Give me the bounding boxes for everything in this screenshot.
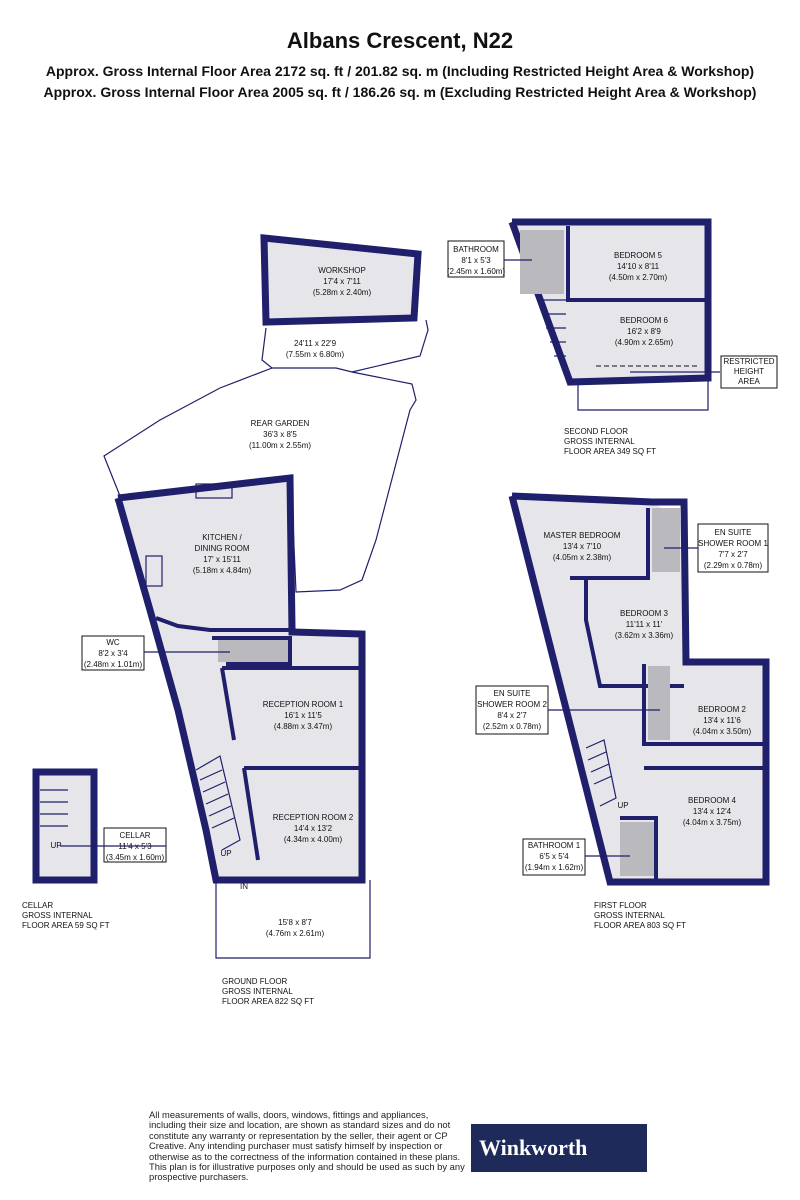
workshop-label: WORKSHOP <box>318 266 366 275</box>
svg-text:13'4 x 12'4: 13'4 x 12'4 <box>693 807 732 816</box>
bedroom5-label: BEDROOM 5 <box>614 251 663 260</box>
wc-label: WC <box>106 638 120 647</box>
svg-text:16'2 x 8'9: 16'2 x 8'9 <box>627 327 661 336</box>
ground-up-marker: UP <box>220 849 231 858</box>
svg-text:(3.45m x 1.60m): (3.45m x 1.60m) <box>106 853 165 862</box>
svg-text:11'4 x 5'3: 11'4 x 5'3 <box>118 842 152 851</box>
bathroom-callout <box>447 240 505 278</box>
svg-text:(4.04m x 3.50m): (4.04m x 3.50m) <box>693 727 752 736</box>
second-floor <box>508 218 720 411</box>
svg-text:FLOOR AREA 59 SQ FT: FLOOR AREA 59 SQ FT <box>22 921 110 930</box>
first-floor <box>508 492 770 886</box>
svg-text:GROSS INTERNAL: GROSS INTERNAL <box>594 911 665 920</box>
svg-text:GROSS INTERNAL: GROSS INTERNAL <box>22 911 93 920</box>
svg-text:(4.34m x 4.00m): (4.34m x 4.00m) <box>284 835 343 844</box>
cellar-label: CELLAR <box>119 831 150 840</box>
wc-callout <box>81 635 145 671</box>
svg-text:8'2 x 3'4: 8'2 x 3'4 <box>98 649 128 658</box>
master-bedroom-label: MASTER BEDROOM <box>544 531 621 540</box>
bedroom3-label: BEDROOM 3 <box>620 609 669 618</box>
ground-floor <box>103 234 429 959</box>
svg-text:AREA: AREA <box>738 377 760 386</box>
svg-text:GROSS INTERNAL: GROSS INTERNAL <box>564 437 635 446</box>
first-floor-label: FIRST FLOOR <box>594 901 647 910</box>
svg-text:FLOOR AREA 803 SQ FT: FLOOR AREA 803 SQ FT <box>594 921 686 930</box>
svg-text:HEIGHT: HEIGHT <box>734 367 764 376</box>
svg-text:DINING ROOM: DINING ROOM <box>194 544 249 553</box>
bedroom6-label: BEDROOM 6 <box>620 316 669 325</box>
rear-garden-label: REAR GARDEN <box>251 419 310 428</box>
second-floor-label: SECOND FLOOR <box>564 427 628 436</box>
ground-floor-label: GROUND FLOOR <box>222 977 288 986</box>
entrance-marker: IN <box>240 882 248 891</box>
svg-text:(4.76m x 2.61m): (4.76m x 2.61m) <box>266 929 325 938</box>
bedroom2-label: BEDROOM 2 <box>698 705 747 714</box>
bathroom1-label: BATHROOM 1 <box>528 841 581 850</box>
cellar-floor <box>32 768 98 884</box>
svg-text:(3.62m x 3.36m): (3.62m x 3.36m) <box>615 631 674 640</box>
svg-text:(4.50m x 2.70m): (4.50m x 2.70m) <box>609 273 668 282</box>
svg-text:(2.48m x 1.01m): (2.48m x 1.01m) <box>84 660 143 669</box>
svg-text:14'10 x 8'11: 14'10 x 8'11 <box>617 262 660 271</box>
svg-text:14'4 x 13'2: 14'4 x 13'2 <box>294 824 333 833</box>
ground-stairs <box>195 755 241 851</box>
ensuite2-callout <box>475 685 549 735</box>
svg-text:FLOOR AREA 822 SQ FT: FLOOR AREA 822 SQ FT <box>222 997 314 1006</box>
svg-text:13'4 x 11'6: 13'4 x 11'6 <box>703 716 741 725</box>
ensuite2-label: EN SUITE <box>494 689 531 698</box>
first-up-marker: UP <box>617 801 628 810</box>
workshop-room <box>264 238 418 322</box>
svg-text:11'11 x 11': 11'11 x 11' <box>626 620 663 629</box>
svg-text:16'1 x 11'5: 16'1 x 11'5 <box>284 711 322 720</box>
svg-text:SHOWER ROOM 2: SHOWER ROOM 2 <box>477 700 547 709</box>
svg-text:(5.28m x 2.40m): (5.28m x 2.40m) <box>313 288 372 297</box>
winkworth-logo: Winkworth <box>471 1124 647 1172</box>
restricted-label: RESTRICTED <box>723 357 774 366</box>
svg-text:(7.55m x 6.80m): (7.55m x 6.80m) <box>286 350 345 359</box>
cellar-callout <box>103 827 167 863</box>
svg-text:8'1 x 5'3: 8'1 x 5'3 <box>461 256 491 265</box>
svg-text:(2.52m x 0.78m): (2.52m x 0.78m) <box>483 722 542 731</box>
ensuite1-label: EN SUITE <box>715 528 752 537</box>
svg-text:6'5 x 5'4: 6'5 x 5'4 <box>539 852 569 861</box>
svg-text:(2.29m x 0.78m): (2.29m x 0.78m) <box>704 561 763 570</box>
svg-text:(5.18m x 4.84m): (5.18m x 4.84m) <box>193 566 252 575</box>
svg-text:(4.04m x 3.75m): (4.04m x 3.75m) <box>683 818 742 827</box>
svg-text:(4.88m x 3.47m): (4.88m x 3.47m) <box>274 722 333 731</box>
first-floor-stairs <box>585 739 617 807</box>
svg-text:36'3 x 8'5: 36'3 x 8'5 <box>263 430 297 439</box>
bedroom4-label: BEDROOM 4 <box>688 796 737 805</box>
plan-title: Albans Crescent, N22 <box>286 28 514 53</box>
svg-text:13'4 x 7'10: 13'4 x 7'10 <box>563 542 602 551</box>
front-garden-label: 15'8 x 8'7 <box>278 918 312 927</box>
area-excluding: Approx. Gross Internal Floor Area 2005 s… <box>43 84 757 100</box>
bathroom-label: BATHROOM <box>453 245 499 254</box>
svg-text:(1.94m x 1.62m): (1.94m x 1.62m) <box>525 863 584 872</box>
svg-text:(4.90m x 2.65m): (4.90m x 2.65m) <box>615 338 674 347</box>
svg-text:GROSS INTERNAL: GROSS INTERNAL <box>222 987 293 996</box>
restricted-callout <box>720 355 778 389</box>
kitchen-label: KITCHEN / <box>202 533 242 542</box>
svg-text:17'4 x 7'11: 17'4 x 7'11 <box>323 277 361 286</box>
cellar-up-marker: UP <box>50 841 61 850</box>
cellar-floor-label: CELLAR <box>22 901 53 910</box>
reception1-label: RECEPTION ROOM 1 <box>263 700 344 709</box>
svg-text:SHOWER ROOM 1: SHOWER ROOM 1 <box>698 539 768 548</box>
ensuite1-callout <box>697 523 769 573</box>
svg-text:17' x 15'11: 17' x 15'11 <box>203 555 241 564</box>
ground-house-room <box>118 478 360 880</box>
area-including: Approx. Gross Internal Floor Area 2172 s… <box>45 63 755 79</box>
svg-text:FLOOR AREA 349 SQ FT: FLOOR AREA 349 SQ FT <box>564 447 656 456</box>
svg-text:(11.00m x 2.55m): (11.00m x 2.55m) <box>249 441 311 450</box>
yard-label: 24'11 x 22'9 <box>294 339 337 348</box>
disclaimer-text: All measurements of walls, doors, window… <box>149 1109 465 1183</box>
second-floor-stairs <box>538 299 566 357</box>
svg-text:7'7 x 2'7: 7'7 x 2'7 <box>718 550 748 559</box>
svg-text:(4.05m x 2.38m): (4.05m x 2.38m) <box>553 553 612 562</box>
svg-text:(2.45m x 1.60m): (2.45m x 1.60m) <box>447 267 506 276</box>
svg-text:8'4 x 2'7: 8'4 x 2'7 <box>497 711 527 720</box>
bathroom1-callout <box>522 838 586 876</box>
reception2-label: RECEPTION ROOM 2 <box>273 813 354 822</box>
